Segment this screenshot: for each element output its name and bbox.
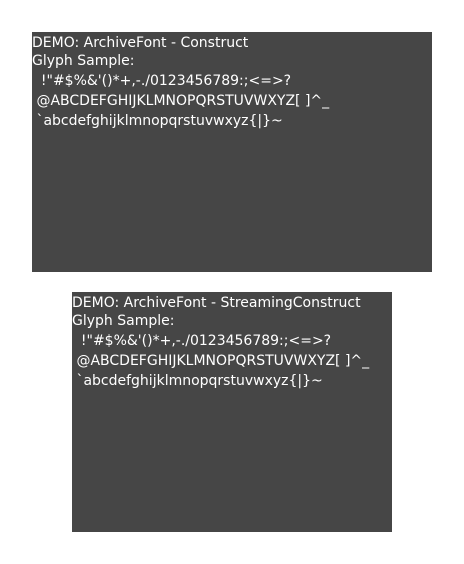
construct-demo-panel: DEMO: ArchiveFont - Construct Glyph Samp… (32, 32, 432, 272)
glyph-row-symbols-digits: !"#$%&'()*+,-./0123456789:;<=>? (72, 333, 332, 349)
glyph-sample-label: Glyph Sample: (32, 53, 135, 69)
demo-title: DEMO: ArchiveFont - Construct (32, 35, 249, 51)
glyph-row-uppercase: @ABCDEFGHIJKLMNOPQRSTUVWXYZ[ ]^_ (32, 93, 330, 109)
glyph-row-symbols-digits: !"#$%&'()*+,-./0123456789:;<=>? (32, 73, 292, 89)
streaming-construct-demo-panel: DEMO: ArchiveFont - StreamingConstruct G… (72, 292, 392, 532)
glyph-sample-label: Glyph Sample: (72, 313, 175, 329)
demo-title: DEMO: ArchiveFont - StreamingConstruct (72, 295, 361, 311)
glyph-row-lowercase: `abcdefghijklmnopqrstuvwxyz{|}~ (32, 113, 283, 129)
glyph-row-lowercase: `abcdefghijklmnopqrstuvwxyz{|}~ (72, 373, 323, 389)
glyph-row-uppercase: @ABCDEFGHIJKLMNOPQRSTUVWXYZ[ ]^_ (72, 353, 370, 369)
